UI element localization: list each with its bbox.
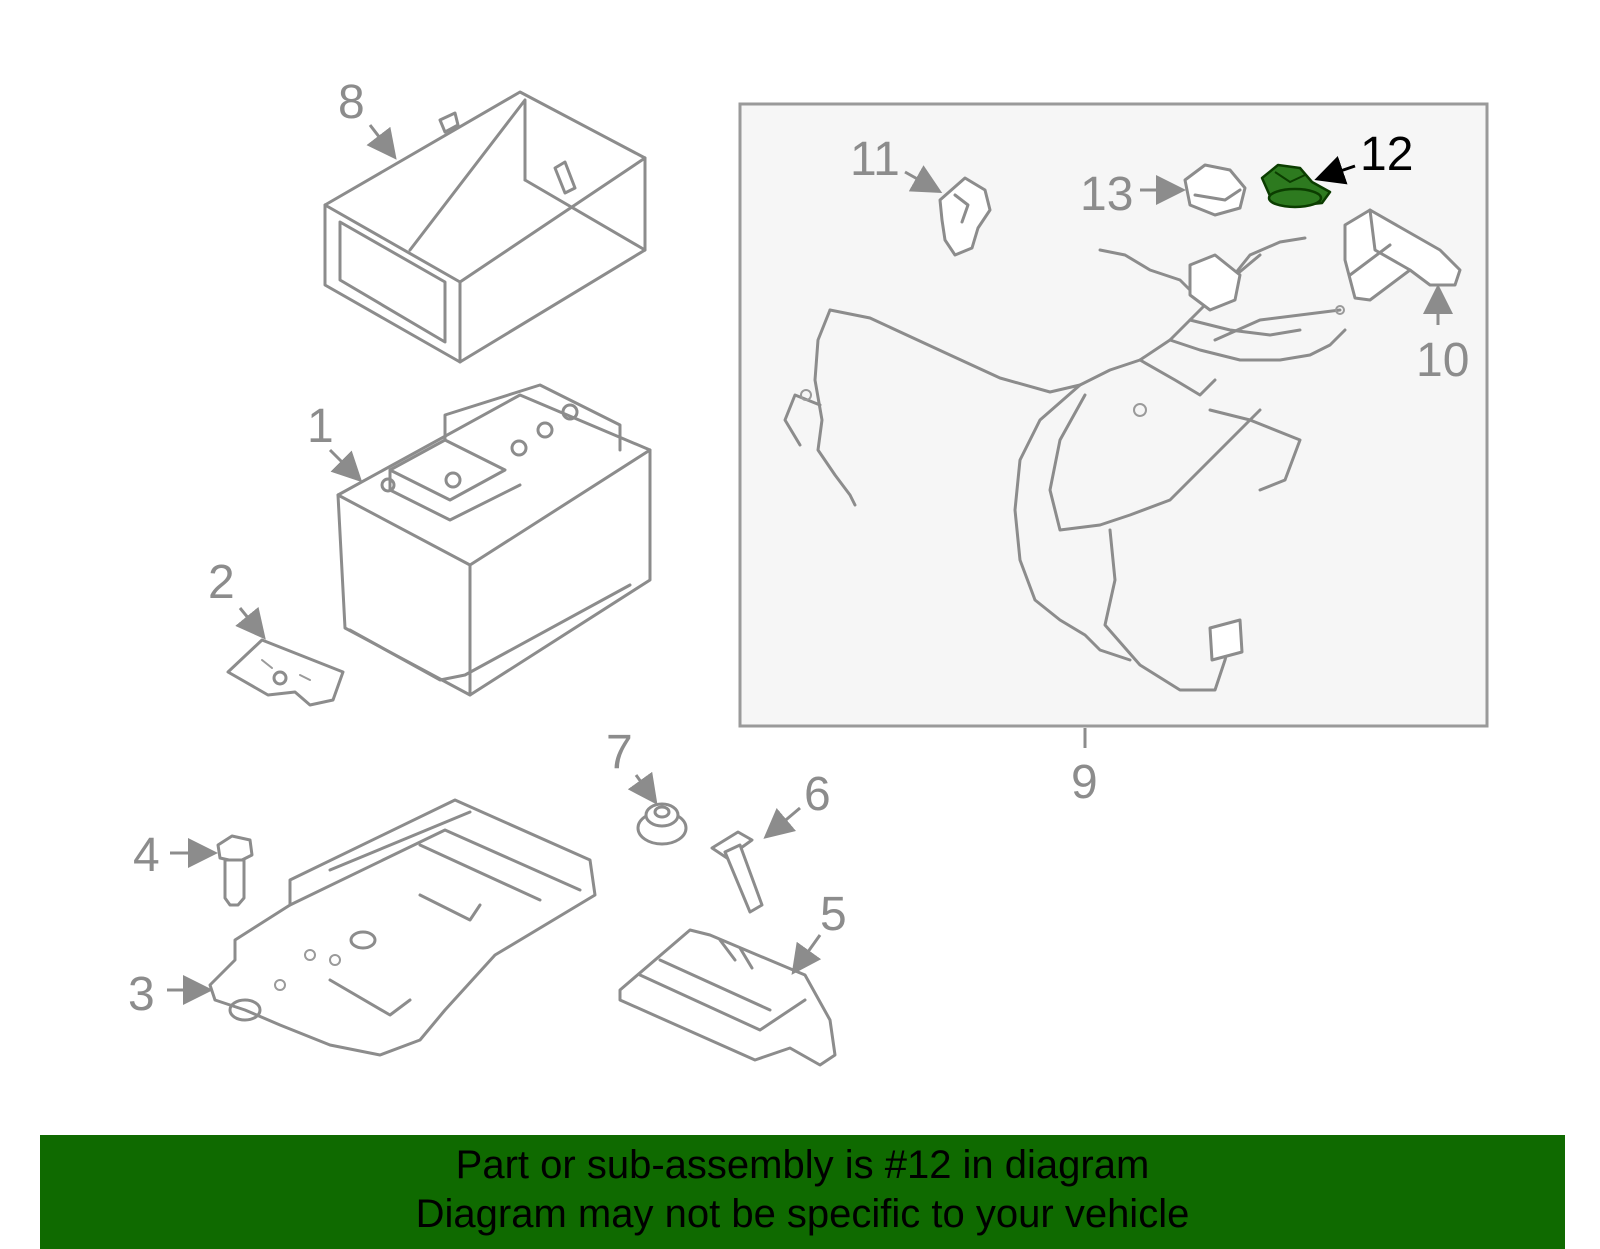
callout-9: 9 <box>1071 756 1098 809</box>
banner-line-part-number: Part or sub-assembly is #12 in diagram <box>455 1143 1150 1187</box>
part-13-cap <box>1183 163 1247 217</box>
callout-2: 2 <box>208 556 235 609</box>
callout-1: 1 <box>307 400 334 453</box>
callout-12: 12 <box>1360 128 1413 181</box>
callout-11: 11 <box>850 133 900 186</box>
callout-8: 8 <box>338 76 365 129</box>
leader-8 <box>366 124 397 160</box>
banner-line-disclaimer: Diagram may not be specific to your vehi… <box>415 1192 1190 1236</box>
callout-10: 10 <box>1416 334 1469 387</box>
leader-12 <box>1314 156 1356 185</box>
part-2-bracket <box>226 638 345 707</box>
leader-11 <box>904 165 943 193</box>
leader-5 <box>791 934 822 975</box>
callout-3: 3 <box>128 968 155 1021</box>
harness-panel <box>738 102 1489 728</box>
leader-2 <box>235 606 266 640</box>
part-4-bolt <box>216 834 254 907</box>
part-9-wiring-harness <box>783 236 1347 692</box>
part-12-terminal-cover-highlighted <box>1260 163 1332 209</box>
callout-5: 5 <box>820 888 847 941</box>
part-7-nut <box>636 802 688 846</box>
leader-1 <box>328 448 363 483</box>
part-3-battery-tray <box>208 798 597 1057</box>
callout-6: 6 <box>804 768 831 821</box>
leader-7 <box>627 771 658 805</box>
part-11-grommet <box>938 176 992 257</box>
info-banner: Part or sub-assembly is #12 in diagram D… <box>40 1135 1565 1249</box>
leader-6 <box>763 806 801 839</box>
part-1-battery <box>336 383 652 697</box>
callout-7: 7 <box>606 726 633 779</box>
part-8-battery-cover <box>323 90 647 364</box>
part-6-bolt <box>710 830 764 914</box>
callout-4: 4 <box>133 829 160 882</box>
part-5-hold-down <box>618 928 837 1067</box>
callout-13: 13 <box>1080 168 1133 221</box>
